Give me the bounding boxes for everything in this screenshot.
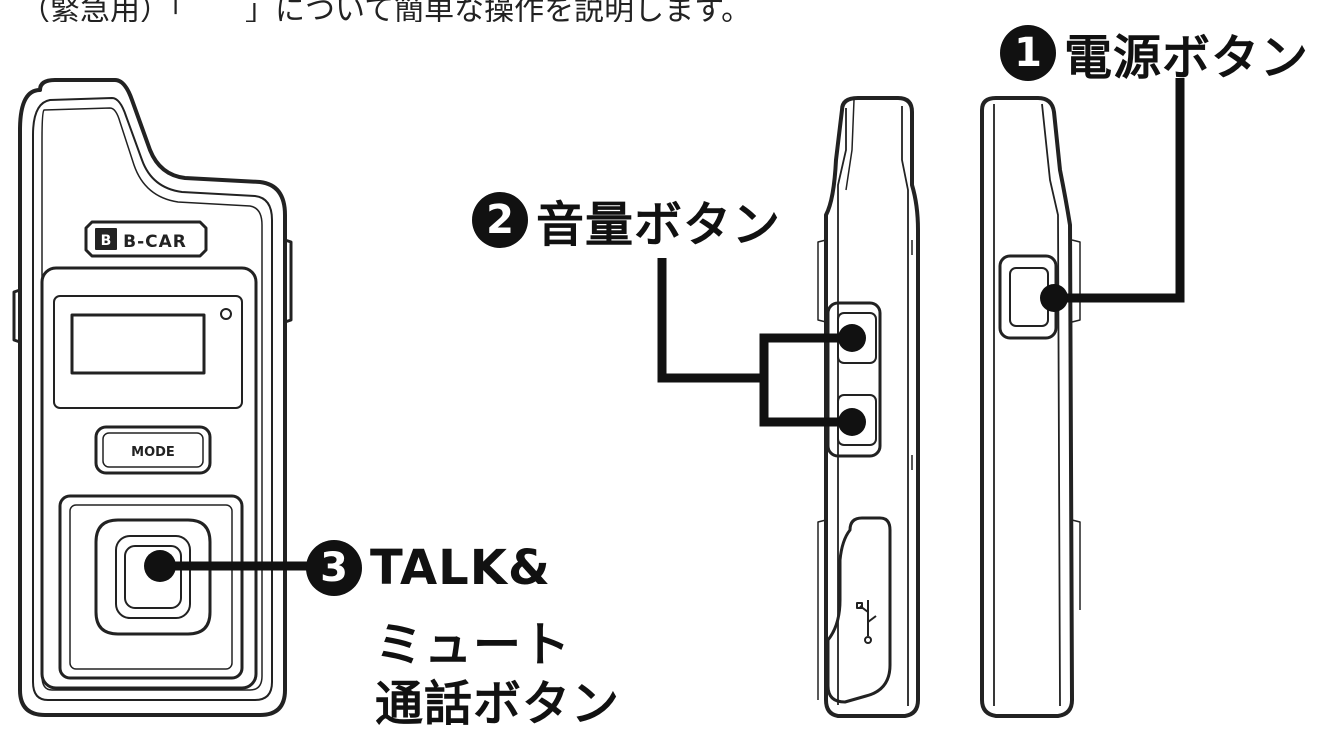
brand-badge-letter: B [101,233,112,249]
callout-talk-line-1: TALK& [370,540,551,596]
callout-power: 1 電源ボタン [1000,18,1309,88]
lcd-screen [70,313,206,375]
top-caption-fragment: （緊急用）「 」について簡単な操作を説明します。 [20,0,752,22]
callout-talk-line-3: 通話ボタン [375,676,621,732]
mode-label: MODE [131,445,175,460]
power-callout-dot [1040,284,1068,312]
usb-icon [856,600,877,644]
callout-number-3: 3 [306,540,362,596]
callout-volume: 2 音量ボタン [472,185,781,255]
front-panel [40,266,258,690]
brand-text: B-CAR [123,232,187,252]
callout-talk-line-2-wrap: ミュート [375,605,571,675]
talk-callout-dot [144,550,176,582]
callout-talk-line-3-wrap: 通話ボタン [375,664,620,734]
front-outer-shell [18,78,287,717]
volume-down-callout-dot [838,408,866,436]
brand-logo: B B-CAR [84,220,208,258]
callout-volume-text: 音量ボタン [536,197,782,253]
power-callout-line [1054,78,1185,303]
callout-power-text: 電源ボタン [1064,30,1310,86]
usb-cover [826,516,892,704]
callout-lines [160,78,1185,571]
volume-callout-bracket [759,333,852,427]
indicator-led [220,308,232,320]
callout-dots [144,284,1068,582]
mode-button[interactable]: MODE [94,425,212,475]
callout-talk: 3 TALK& [306,540,551,596]
left-side-view [817,96,920,718]
callout-number-2: 2 [472,192,528,248]
front-view: B B-CAR MODE [12,78,293,717]
callout-talk-line-2: ミュート [375,617,572,673]
front-inner-shell [32,97,273,701]
volume-up-callout-dot [838,324,866,352]
talk-button-housing [94,518,212,636]
callout-number-1: 1 [1000,25,1056,81]
volume-callout-line [657,258,764,383]
right-side-view [980,96,1081,718]
volume-button-housing [826,301,882,458]
